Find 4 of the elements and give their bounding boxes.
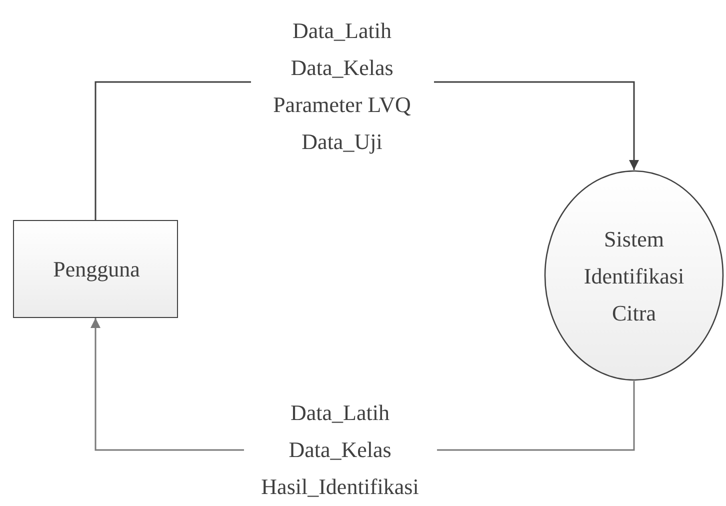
- entity-box: [13, 220, 178, 318]
- process-circle: [544, 170, 724, 381]
- node-label: Pengguna: [52, 256, 141, 284]
- node-label: Sistem Identifikasi Citra: [582, 225, 686, 327]
